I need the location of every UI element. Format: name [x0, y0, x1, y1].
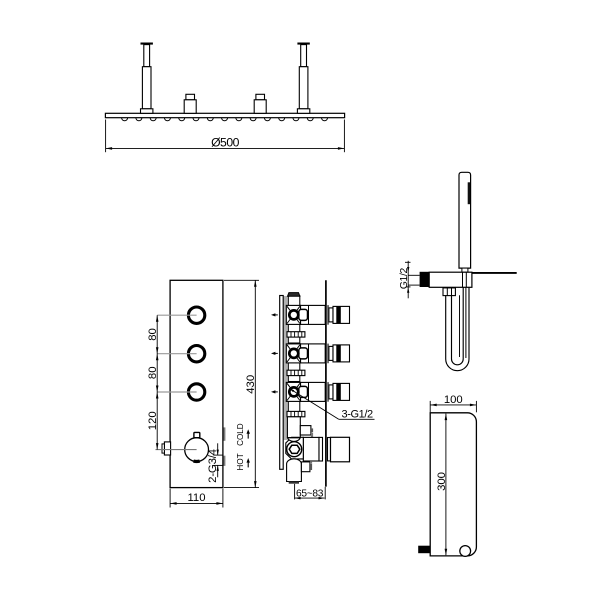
svg-text:Ø500: Ø500 — [211, 136, 240, 150]
svg-text:80: 80 — [147, 328, 159, 341]
svg-text:2-G3/4: 2-G3/4 — [207, 449, 219, 483]
svg-text:HOT: HOT — [236, 453, 245, 470]
svg-text:80: 80 — [147, 367, 159, 380]
svg-text:COLD: COLD — [236, 423, 245, 446]
svg-text:65~83: 65~83 — [296, 489, 324, 500]
svg-text:110: 110 — [187, 492, 205, 504]
svg-text:3-G1/2: 3-G1/2 — [342, 409, 374, 421]
svg-text:120: 120 — [147, 411, 159, 430]
svg-text:300: 300 — [436, 472, 448, 491]
svg-text:G1/2: G1/2 — [399, 267, 410, 289]
svg-text:100: 100 — [444, 394, 463, 406]
svg-text:430: 430 — [245, 375, 257, 394]
